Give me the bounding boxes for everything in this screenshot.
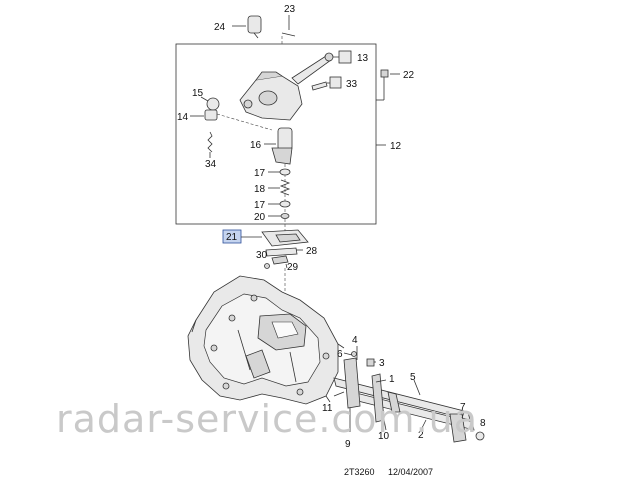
- part-24-cap: [247, 15, 262, 34]
- label-3: 3: [379, 358, 385, 369]
- part-34-spring: [207, 131, 213, 153]
- label-33: 33: [346, 79, 358, 90]
- label-7: 7: [460, 402, 466, 413]
- leader-7: [461, 411, 465, 419]
- label-17-lower: 17: [254, 200, 266, 211]
- leader-15: [200, 96, 209, 102]
- label-15: 15: [192, 88, 204, 99]
- label-29: 29: [287, 262, 299, 273]
- part-6-ball: [351, 351, 357, 357]
- label-5: 5: [410, 372, 416, 383]
- part-18-spring: [279, 179, 291, 196]
- label-4: 4: [352, 335, 358, 346]
- label-30: 30: [256, 250, 268, 261]
- watermark: radar-service.com.ua: [56, 397, 478, 441]
- label-22: 22: [403, 70, 415, 81]
- part-23-pin: [281, 32, 296, 37]
- label-23: 23: [284, 4, 296, 15]
- label-28: 28: [306, 246, 318, 257]
- fork-left: [343, 357, 361, 409]
- label-21-highlight: [222, 229, 242, 244]
- label-2: 2: [418, 430, 424, 441]
- leader-2: [421, 419, 427, 429]
- label-20: 20: [254, 212, 266, 223]
- part-17-ring-upper: [279, 168, 291, 176]
- leader-10: [383, 419, 387, 431]
- label-24: 24: [214, 22, 226, 33]
- part-3-detent: [366, 358, 375, 367]
- leader-6: [343, 352, 353, 356]
- transmission-case: [187, 275, 345, 405]
- label-11: 11: [322, 403, 333, 414]
- label-21: 21: [226, 232, 238, 243]
- shift-rail-upper: [333, 377, 471, 421]
- shift-rail-assembly: [333, 357, 485, 443]
- part-22-bolt-head: [380, 69, 389, 78]
- part-8-pin: [475, 431, 485, 441]
- part-16-finger: [277, 127, 293, 151]
- leader-5: [413, 379, 421, 396]
- part-17-ring-lower: [279, 200, 291, 208]
- assembly-frame: [175, 43, 377, 225]
- label-13: 13: [357, 53, 369, 64]
- leader-11: [333, 391, 345, 397]
- label-6: 6: [337, 349, 343, 360]
- label-16: 16: [250, 140, 262, 151]
- label-1: 1: [389, 374, 395, 385]
- footer-date: 12/04/2007: [388, 467, 433, 477]
- leader-1: [375, 379, 387, 383]
- part-33-bolt: [311, 81, 328, 91]
- part-13-rod: [291, 55, 332, 85]
- label-12: 12: [390, 141, 402, 152]
- part-20-washer: [280, 213, 290, 219]
- label-17-upper: 17: [254, 168, 266, 179]
- fork-right: [449, 413, 467, 443]
- part-14-bush: [204, 109, 218, 121]
- label-34: 34: [205, 159, 217, 170]
- part-15-knob: [206, 97, 220, 111]
- part-28-bracket: [265, 247, 298, 257]
- leader-29: [285, 263, 288, 269]
- label-14: 14: [177, 112, 189, 123]
- label-10: 10: [378, 431, 390, 442]
- part-29-clip: [271, 255, 289, 265]
- label-8: 8: [480, 418, 486, 429]
- footer-code: 2T3260: [344, 467, 375, 477]
- part-30-screw: [264, 263, 270, 269]
- label-9: 9: [345, 439, 351, 450]
- label-18: 18: [254, 184, 266, 195]
